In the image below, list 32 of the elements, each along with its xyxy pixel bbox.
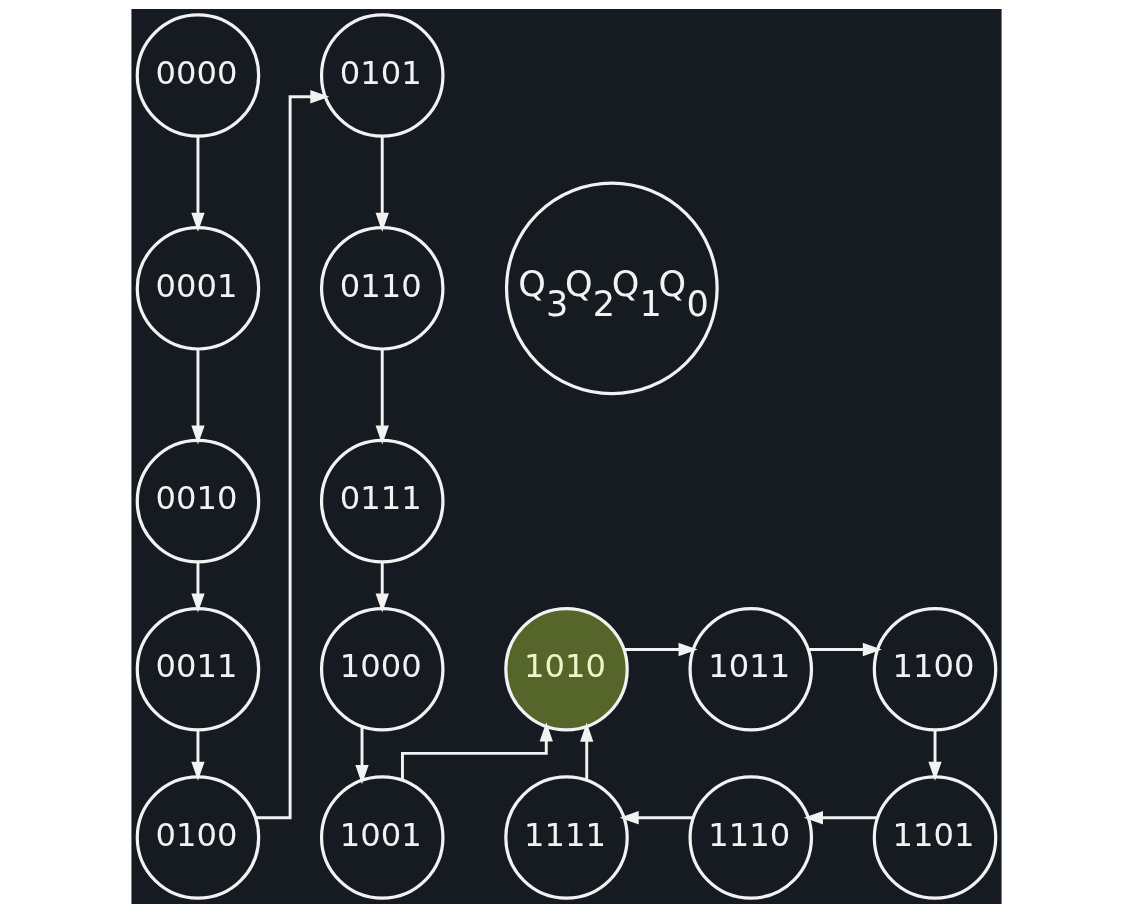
arrow (375, 136, 389, 232)
arrow (579, 722, 593, 780)
node-circle: 1011 (687, 606, 813, 732)
node-circle: 1100 (872, 606, 997, 732)
arrow (190, 561, 205, 612)
arrow (255, 89, 329, 819)
arrow (190, 136, 205, 232)
arrow (375, 348, 389, 445)
node-circle: 0111 (319, 438, 445, 563)
node-circle: 0000 (135, 12, 260, 138)
node-circle: 0001 (135, 225, 260, 351)
node-circle: 0011 (135, 606, 260, 732)
node-circle: 0101 (319, 12, 445, 138)
arrow (808, 642, 882, 656)
node-circle: 1111 (503, 774, 629, 900)
arrow (619, 810, 693, 824)
node-circle: 1101 (872, 774, 997, 900)
arrow (190, 348, 205, 445)
arrow (354, 726, 369, 784)
arrow (375, 561, 389, 612)
node-circle: 1010 (503, 606, 629, 732)
node-circle: 1110 (687, 774, 813, 900)
arrow (190, 729, 205, 781)
node-circle: 0110 (319, 225, 445, 351)
node-circle: 1001 (319, 774, 445, 900)
arrow (803, 810, 877, 824)
node-circle: 0010 (135, 438, 260, 563)
arrow (400, 721, 553, 780)
node-circle: 0100 (135, 774, 260, 900)
arrow (927, 729, 942, 781)
node-circle: 1000 (319, 606, 445, 732)
arrow (623, 642, 698, 656)
